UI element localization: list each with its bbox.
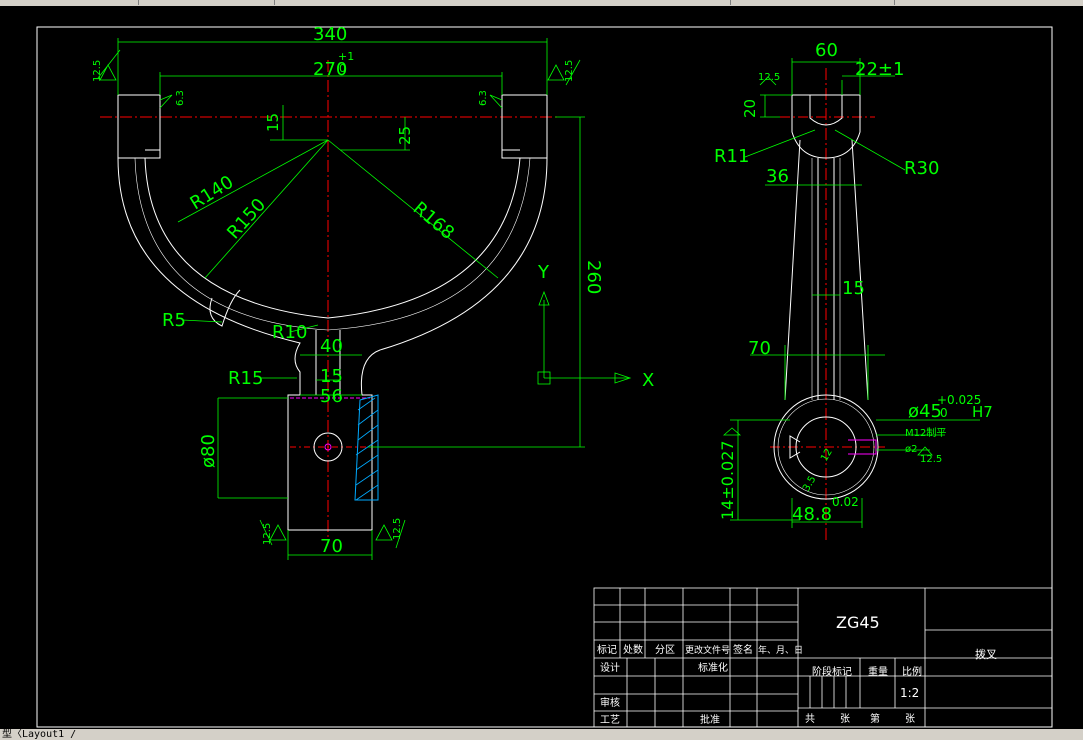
sheets2-label: 张 (905, 713, 915, 725)
hdr-count: 处数 (623, 643, 643, 656)
hdr-sign: 签名 (733, 643, 753, 656)
side-dim-20: 20 (741, 99, 759, 118)
side-dim-15: 15 (842, 278, 865, 299)
hdr-zone: 分区 (655, 644, 675, 656)
ratio-label: 比例 (902, 665, 922, 678)
pin-hole (313, 432, 343, 462)
side-rough-b: 12.5 (920, 454, 942, 465)
side-dim-bore: ø45 (908, 401, 942, 422)
tab-layout1[interactable]: Layout1 (22, 729, 65, 740)
dim-r10: R10 (272, 322, 307, 343)
review-label: 审核 (600, 696, 620, 709)
side-dim-bore-tol-zero: 0 (940, 406, 948, 420)
bore-outer (773, 394, 879, 500)
tab-prefix[interactable]: 型〈 (2, 729, 22, 740)
side-dim-70: 70 (748, 338, 771, 359)
side-dim-60: 60 (815, 40, 838, 61)
axis-y-label: Y (537, 262, 550, 283)
material-label: ZG45 (836, 613, 880, 632)
side-dim-hole: ø2 (905, 444, 917, 455)
toolbar-segment[interactable] (140, 0, 275, 5)
dim-r140: R140 (187, 172, 238, 215)
side-dim-36: 36 (766, 166, 789, 187)
dim-260: 260 (583, 260, 604, 294)
dim-inner-tol-zero: 0 (339, 62, 346, 75)
dim-r150: R150 (223, 194, 270, 243)
standardize-label: 标准化 (698, 661, 728, 674)
toolbar-segment[interactable] (278, 0, 731, 5)
toolbar-segment[interactable] (734, 0, 895, 5)
side-view: 60 22±1 20 12.5 R11 R30 36 15 70 ø45 +0.… (714, 40, 993, 542)
rough-label: 12.5 (564, 60, 575, 82)
dim-25: 25 (396, 126, 414, 145)
side-dim-r11: R11 (714, 146, 749, 167)
approve-label: 批准 (700, 713, 720, 726)
process-label: 工艺 (600, 714, 620, 726)
rough-label: 6.3 (478, 90, 489, 106)
bore-inner (795, 416, 857, 478)
drawing-frame (36, 26, 1053, 728)
dim-r168: R168 (409, 198, 458, 244)
side-dim-12: 12 (819, 447, 835, 464)
side-dim-22: 22±1 (855, 59, 904, 80)
sheets-label: 张 (840, 713, 850, 725)
side-dim-r30: R30 (904, 158, 939, 179)
dim-dia80: ø80 (198, 434, 219, 468)
total-label: 共 (805, 713, 815, 725)
dim-15-mid: 15 (320, 366, 343, 387)
rough-label: 12.5 (92, 60, 103, 82)
front-view: 340 270 +1 0 15 25 R140 R150 R168 R5 R10… (92, 24, 654, 560)
side-dim-14: 14±0.027 (718, 440, 737, 520)
inner-arc (144, 157, 521, 319)
dim-r5: R5 (162, 310, 186, 331)
dim-inner-width: 270 (313, 59, 347, 80)
layout-tab-bar: 型〈Layout1 / (0, 729, 1083, 740)
side-dim-48: 48.8 (792, 504, 832, 525)
scale-label: 1:2 (900, 686, 919, 700)
top-toolbar-strip (0, 0, 1083, 6)
hdr-date: 年、月、日 (758, 644, 803, 656)
dim-15-top: 15 (264, 113, 282, 132)
dim-inner-tol-plus: +1 (338, 50, 354, 63)
rough-label: 12.5 (392, 518, 403, 540)
part-name-label: 拨叉 (975, 647, 997, 661)
dim-r15: R15 (228, 368, 263, 389)
side-dim-48-tol: 0.02 (832, 495, 859, 509)
stage-mark-label: 阶段标记 (812, 665, 852, 678)
weight-label: 重量 (868, 665, 888, 678)
dim-56: 56 (320, 386, 343, 407)
rough-label: 6.3 (175, 90, 186, 106)
hdr-mark: 标记 (597, 644, 617, 656)
side-rough: 12.5 (758, 72, 780, 83)
axis-x-label: X (642, 370, 654, 391)
side-dim-3-5: 3.5 (801, 474, 818, 493)
design-label: 设计 (600, 661, 620, 674)
toolbar-segment[interactable] (0, 0, 139, 5)
side-dim-bore-fit: H7 (972, 403, 993, 421)
dim-40: 40 (320, 336, 343, 357)
sheet-no-label: 第 (870, 712, 880, 725)
side-dim-thread: M12制平 (905, 426, 946, 439)
dim-overall-width: 340 (313, 24, 347, 45)
hdr-doc: 更改文件号 (685, 644, 730, 656)
title-block (593, 587, 1053, 728)
rough-label: 12.5 (262, 523, 273, 545)
side-dim-bore-tol-plus: +0.025 (937, 393, 981, 407)
dim-70-bottom: 70 (320, 536, 343, 557)
